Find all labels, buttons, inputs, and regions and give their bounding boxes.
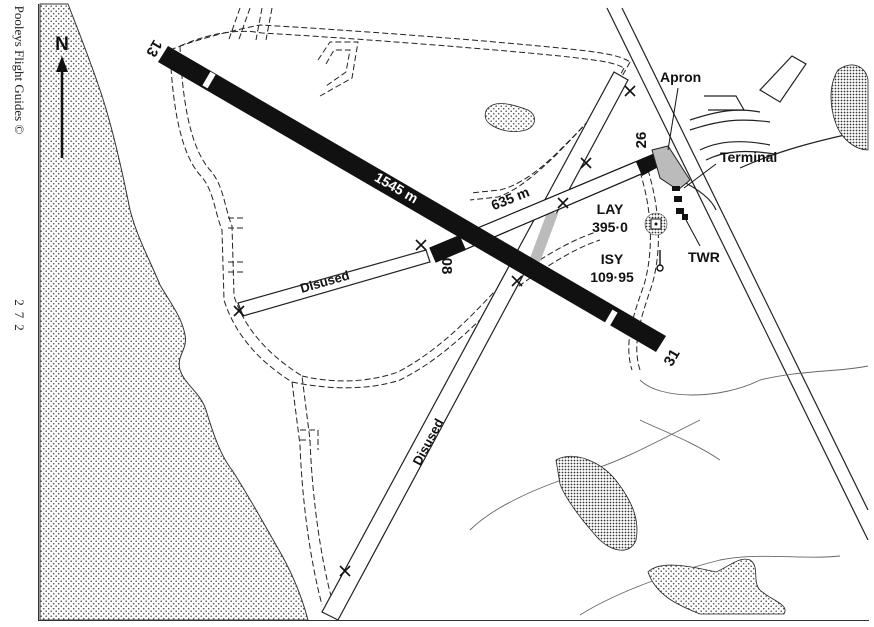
runway-13-31 — [158, 46, 666, 352]
tower-label: TWR — [688, 249, 720, 265]
stippled-areas — [484, 103, 786, 615]
runway-13-threshold-mark — [202, 71, 216, 89]
closed-markers — [233, 85, 636, 577]
runway-08-26-paved — [430, 236, 466, 262]
navaid-lay-freq: 395·0 — [592, 219, 628, 235]
apron — [651, 145, 691, 191]
terminal-label: Terminal — [720, 149, 777, 165]
map-frame — [38, 4, 869, 621]
runway-designator-26: 26 — [633, 132, 650, 149]
north-label: N — [55, 34, 69, 55]
navaid-isy-ident: ISY — [601, 251, 624, 267]
perimeter-taxiway — [169, 7, 659, 606]
runway-designator-31: 31 — [661, 346, 684, 369]
roads — [606, 7, 869, 541]
navaid-lay-ident: LAY — [597, 201, 624, 217]
sea-area — [39, 3, 309, 621]
leader-lines — [667, 87, 717, 247]
runway-designator-13: 13 — [142, 37, 165, 60]
ndb-symbol — [644, 212, 668, 236]
ils-marker — [656, 250, 664, 272]
north-arrow — [56, 56, 68, 158]
runway-08-26-east-end — [636, 154, 660, 176]
apron-label: Apron — [660, 69, 701, 85]
disused-runway-sw — [321, 71, 629, 621]
runway-designator-08: 08 — [438, 258, 455, 275]
terminal-building — [672, 186, 684, 214]
disused-runway-west — [237, 249, 431, 317]
tree-clusters — [555, 64, 869, 551]
control-tower — [682, 214, 688, 220]
runway-31-threshold-mark — [604, 309, 618, 327]
page-margin: Pooleys Flight Guides © 272 — [0, 0, 38, 627]
navaid-isy-freq: 109·95 — [590, 269, 634, 285]
